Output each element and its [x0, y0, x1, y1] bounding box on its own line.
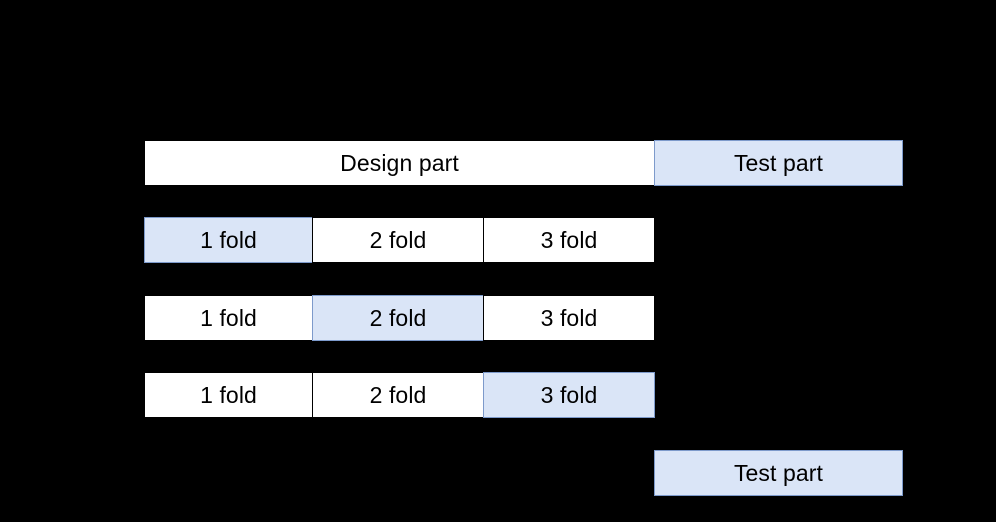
fold-row-2-cell-1-label: 1 fold [200, 304, 257, 331]
design-part-block: Design part [144, 140, 655, 186]
fold-row-1-cell-3-label: 3 fold [540, 226, 598, 253]
fold-row-2-cell-2-label: 2 fold [369, 304, 427, 331]
fold-row-1-cell-2-label: 2 fold [369, 226, 427, 253]
fold-row-3-cell-3: 3 fold [483, 372, 655, 418]
test-part-label-bottom: Test part [733, 459, 824, 486]
test-part-block-top: Test part [654, 140, 903, 186]
fold-row-1-cell-1-label: 1 fold [200, 226, 257, 253]
fold-row-1-cell-3: 3 fold [483, 217, 655, 263]
fold-row-2-cell-3: 3 fold [483, 295, 655, 341]
fold-row-2-cell-1: 1 fold [144, 295, 313, 341]
fold-row-3-cell-2-label: 2 fold [369, 381, 427, 408]
fold-row-1-cell-1: 1 fold [144, 217, 313, 263]
fold-row-2-cell-2: 2 fold [312, 295, 484, 341]
fold-row-3-cell-2: 2 fold [312, 372, 484, 418]
design-part-label: Design part [340, 149, 459, 176]
fold-row-3-cell-1: 1 fold [144, 372, 313, 418]
fold-row-2-cell-3-label: 3 fold [540, 304, 598, 331]
fold-row-1-cell-2: 2 fold [312, 217, 484, 263]
fold-row-3-cell-3-label: 3 fold [540, 381, 598, 408]
fold-row-3-cell-1-label: 1 fold [200, 381, 257, 408]
test-part-block-bottom: Test part [654, 450, 903, 496]
test-part-label-top: Test part [733, 149, 824, 176]
